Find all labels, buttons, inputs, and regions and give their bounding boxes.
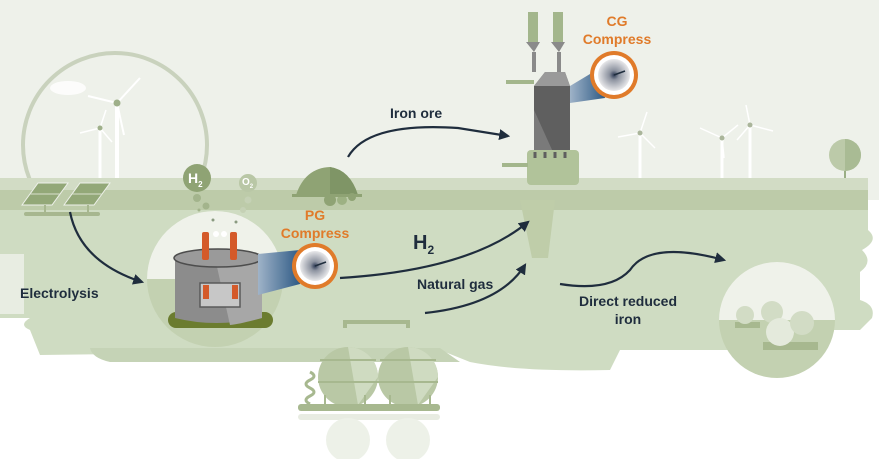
wind-turbine — [617, 111, 656, 178]
pg-compressor-icon[interactable] — [292, 243, 338, 289]
o2-bubble — [239, 174, 257, 213]
o2-bubble-label: O2 — [242, 177, 253, 190]
gas-storage-tanks — [298, 320, 440, 459]
h2-letter: H — [413, 232, 428, 254]
pg-compress-beam — [258, 250, 300, 295]
horizon-band — [0, 190, 868, 210]
cg-compress-label: CG Compress — [572, 12, 662, 48]
h2-arrow — [339, 220, 530, 280]
iron-ore-label: Iron ore — [390, 105, 443, 121]
sky — [0, 0, 879, 200]
horizon-band — [0, 178, 868, 190]
h2-bubble-letter: H — [188, 170, 199, 186]
dri-product — [719, 262, 835, 378]
ground-gap — [0, 254, 24, 314]
h2-subscript: 2 — [427, 243, 435, 257]
cg-compress-line1: CG — [606, 13, 628, 29]
wind-turbine — [736, 104, 774, 178]
tree — [829, 139, 861, 182]
natural-gas-arrow — [424, 263, 527, 315]
electrolyser — [147, 211, 283, 347]
shaft-furnace — [502, 12, 579, 258]
cloud — [50, 81, 86, 95]
pg-compress-line1: PG — [304, 207, 326, 223]
pg-compress-label: PG Compress — [270, 206, 360, 242]
pg-compress-line2: Compress — [280, 225, 350, 241]
electrolysis-arrow — [68, 211, 145, 285]
solar-panels — [21, 182, 111, 216]
natural-gas-label: Natural gas — [417, 276, 494, 292]
dri-arrow — [559, 250, 727, 288]
direct-reduced-iron-label: Direct reduced iron — [578, 293, 678, 327]
h2-bubble — [183, 164, 211, 212]
cg-compress-line2: Compress — [582, 31, 652, 47]
iron-ore-arrow — [347, 126, 511, 158]
o2-bubble-letter: O — [242, 177, 250, 188]
h2-bubble-subscript: 2 — [198, 179, 203, 189]
electrolysis-label: Electrolysis — [20, 285, 99, 301]
h2-label: H2 — [413, 232, 434, 257]
o2-bubble-subscript: 2 — [249, 184, 254, 190]
wind-turbine — [699, 124, 739, 178]
cg-compressor-icon[interactable] — [590, 51, 638, 99]
h2-bubble-label: H2 — [188, 170, 203, 189]
iron-ore-pile — [292, 167, 362, 206]
